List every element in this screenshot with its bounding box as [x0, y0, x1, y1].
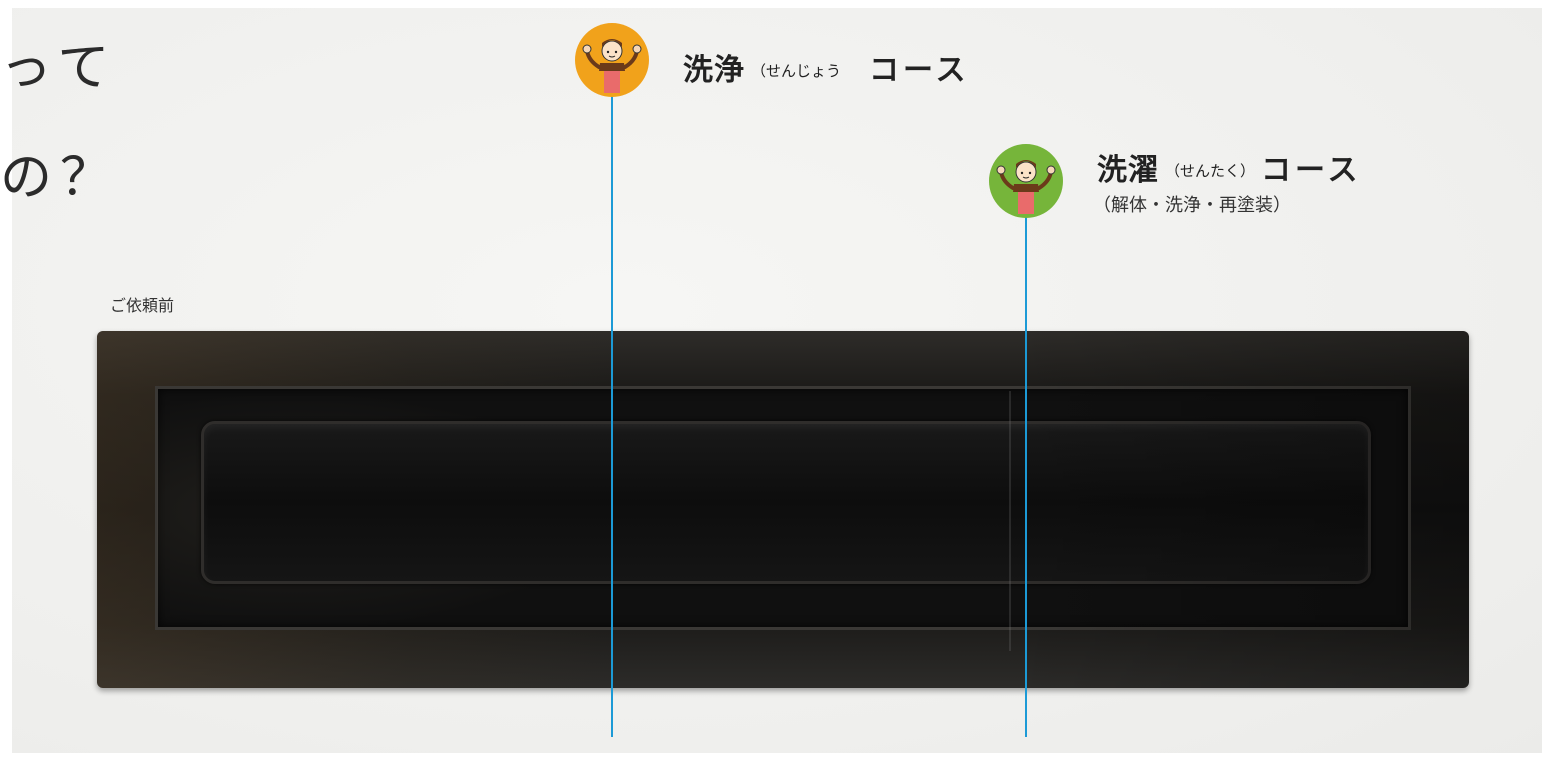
laundry-course-guide-line — [1025, 210, 1027, 737]
panel-seam — [1009, 391, 1011, 651]
heading-line-2: の？ — [0, 148, 121, 208]
staff-avatar-icon — [989, 144, 1063, 218]
laundry-course-kind: コース — [1261, 153, 1362, 188]
laundry-course-reading: （せんたく） — [1165, 162, 1256, 180]
wash-course-reading: （せんじょう — [751, 62, 842, 80]
panel-inner-bevel — [201, 421, 1371, 584]
laundry-course-note: （解体・洗浄・再塗装） — [1093, 195, 1291, 216]
wash-course-name: 洗浄 — [683, 53, 745, 88]
wash-course-guide-line — [611, 92, 613, 737]
wash-course-kind: コース — [869, 53, 970, 88]
before-request-label: ご依頼前 — [110, 296, 175, 315]
laundry-course-title: 洗濯 （せんたく） コース — [1097, 145, 1362, 189]
wash-course-title: 洗浄 （せんじょう コース — [683, 45, 970, 89]
staff-illustration-icon — [996, 160, 1056, 214]
butsudan-door-panel-photo — [97, 331, 1469, 688]
heading-line-1: って — [0, 38, 118, 98]
laundry-course-name: 洗濯 — [1097, 153, 1159, 188]
staff-avatar-icon — [575, 23, 649, 97]
staff-illustration-icon — [582, 39, 642, 93]
panel-right-shade — [1009, 331, 1469, 688]
